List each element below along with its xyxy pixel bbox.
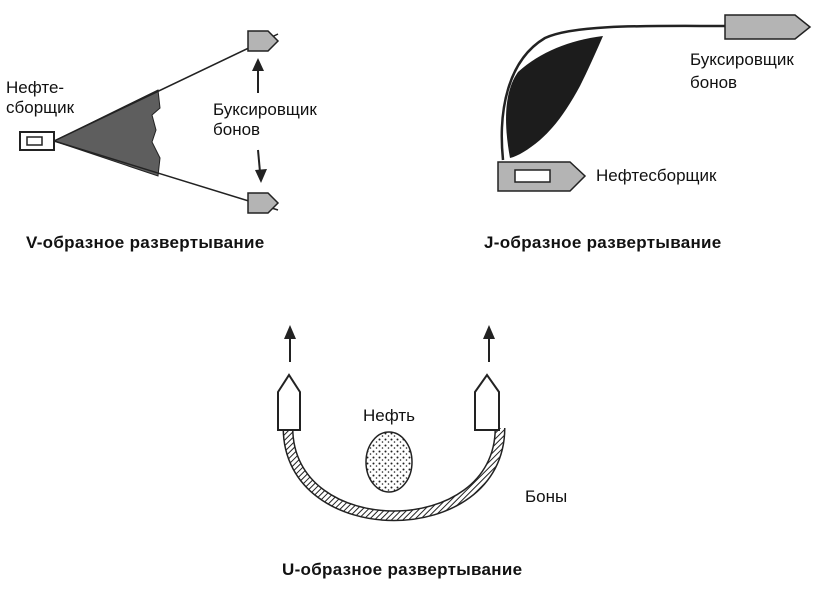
u-booms-label: Боны xyxy=(525,487,567,507)
v-skimmer-label-line1: Нефте- xyxy=(6,78,64,98)
v-tug-label-line1: Буксировщик xyxy=(213,100,317,120)
u-left-arrow-up-icon xyxy=(284,325,296,362)
u-oil-label: Нефть xyxy=(363,406,415,426)
v-lower-boom xyxy=(54,141,278,210)
v-tug-label-line2: бонов xyxy=(213,120,260,140)
v-upper-tug-boat xyxy=(248,31,278,51)
j-skimmer-label: Нефтесборщик xyxy=(596,166,716,186)
j-tug-boat xyxy=(725,15,810,39)
u-caption: U-образное развертывание xyxy=(282,560,522,580)
v-skimmer-vessel xyxy=(20,132,54,150)
j-caption: J-образное развертывание xyxy=(484,233,722,253)
u-right-arrow-up-icon xyxy=(483,325,495,362)
j-tug-label-line1: Буксировщик xyxy=(690,50,794,70)
u-right-tug-boat xyxy=(475,375,499,430)
v-arrow-down-icon xyxy=(255,150,267,183)
v-lower-tug-boat xyxy=(248,193,278,213)
j-deployment xyxy=(498,15,810,191)
v-caption: V-образное развертывание xyxy=(26,233,265,253)
u-oil-patch xyxy=(366,432,412,492)
u-left-tug-boat xyxy=(278,375,300,430)
j-tug-label-line2: бонов xyxy=(690,73,737,93)
j-oil-slick xyxy=(506,36,603,158)
v-arrow-up-icon xyxy=(252,58,264,93)
v-skimmer-label-line2: сборщик xyxy=(6,98,74,118)
j-skimmer-vessel xyxy=(498,162,585,191)
